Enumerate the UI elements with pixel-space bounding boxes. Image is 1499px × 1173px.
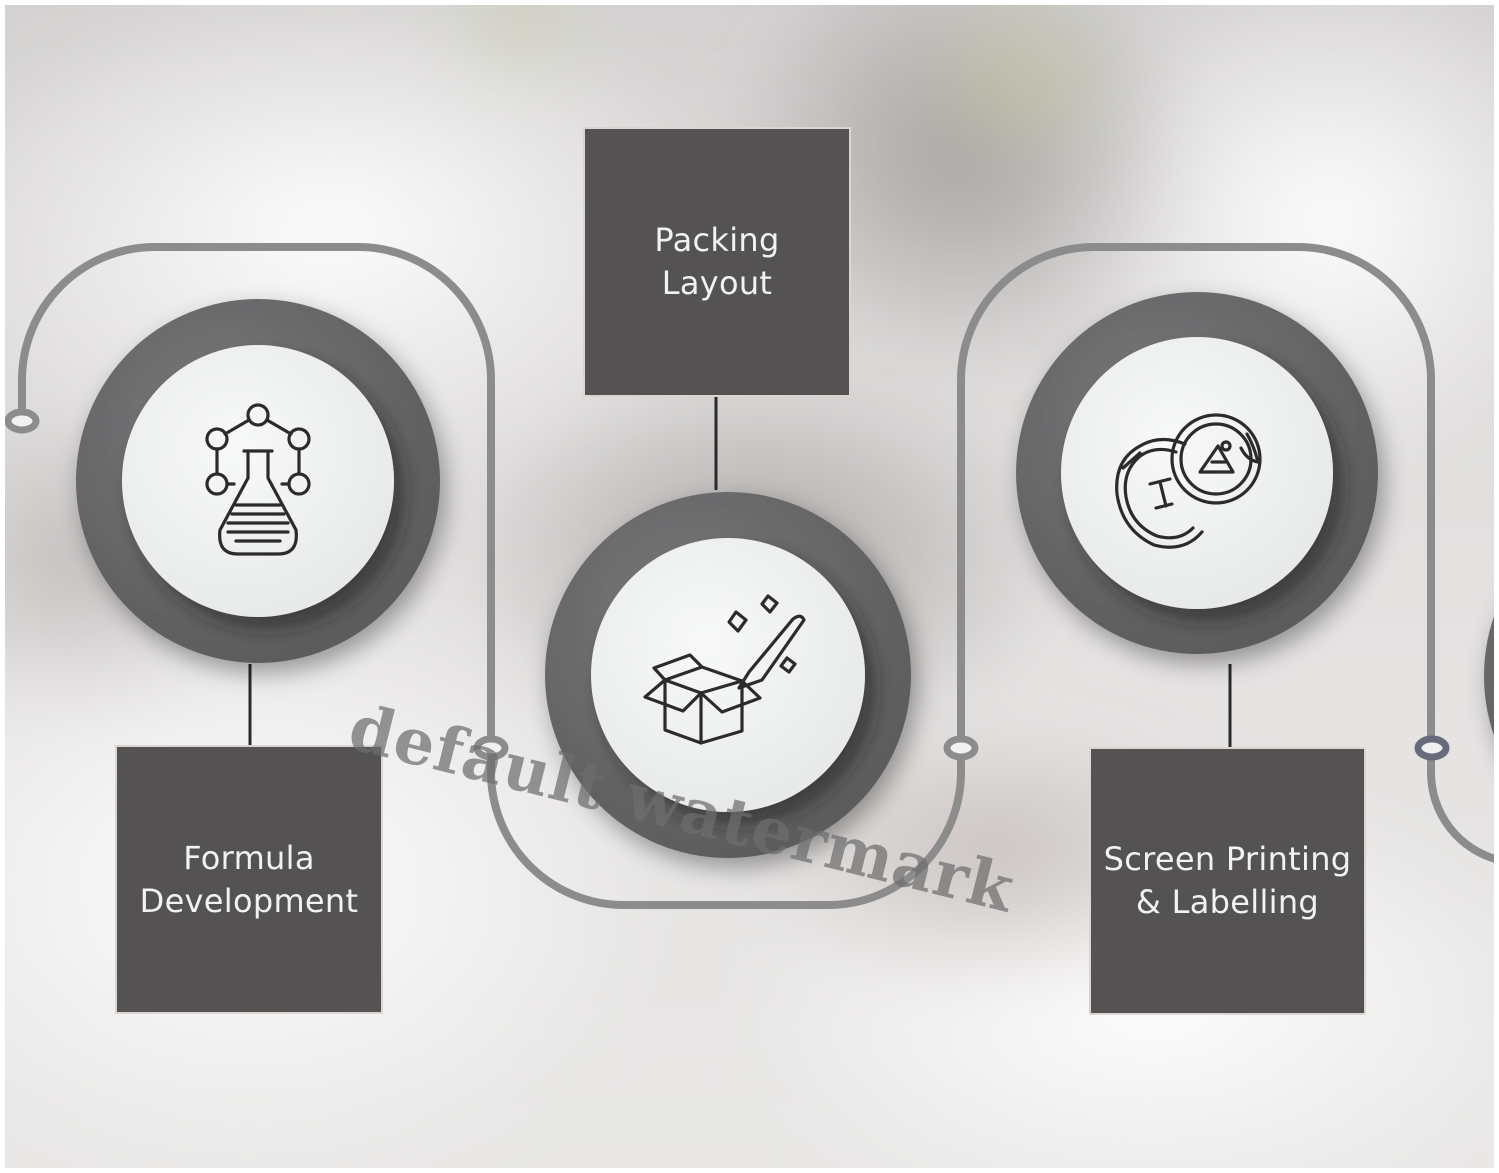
step-formula-node (76, 299, 440, 663)
connector-lines (248, 397, 1232, 747)
formula-title-line-2: Development (139, 881, 359, 920)
formula-development-label: Formula Development (115, 745, 383, 1014)
screen-printing-label: Screen Printing & Labelling (1089, 747, 1366, 1015)
timeline-path (18, 243, 1499, 909)
step-screen-node (1016, 292, 1378, 654)
sticker-labels-icon (1115, 413, 1262, 549)
packing-layout-label: Packing Layout (583, 127, 851, 397)
step-packing-node (545, 492, 911, 858)
screen-title-line-2: & Labelling (1135, 883, 1320, 921)
screen-title-line-1: Screen Printing (1103, 840, 1352, 878)
packing-title-line-1: Packing (654, 221, 780, 259)
flask-molecule-icon (205, 403, 311, 556)
path-nodes (4, 408, 1450, 761)
formula-title-line-1: Formula (183, 838, 315, 877)
box-magic-wand-icon (643, 594, 806, 745)
packing-title-line-2: Layout (661, 264, 773, 302)
